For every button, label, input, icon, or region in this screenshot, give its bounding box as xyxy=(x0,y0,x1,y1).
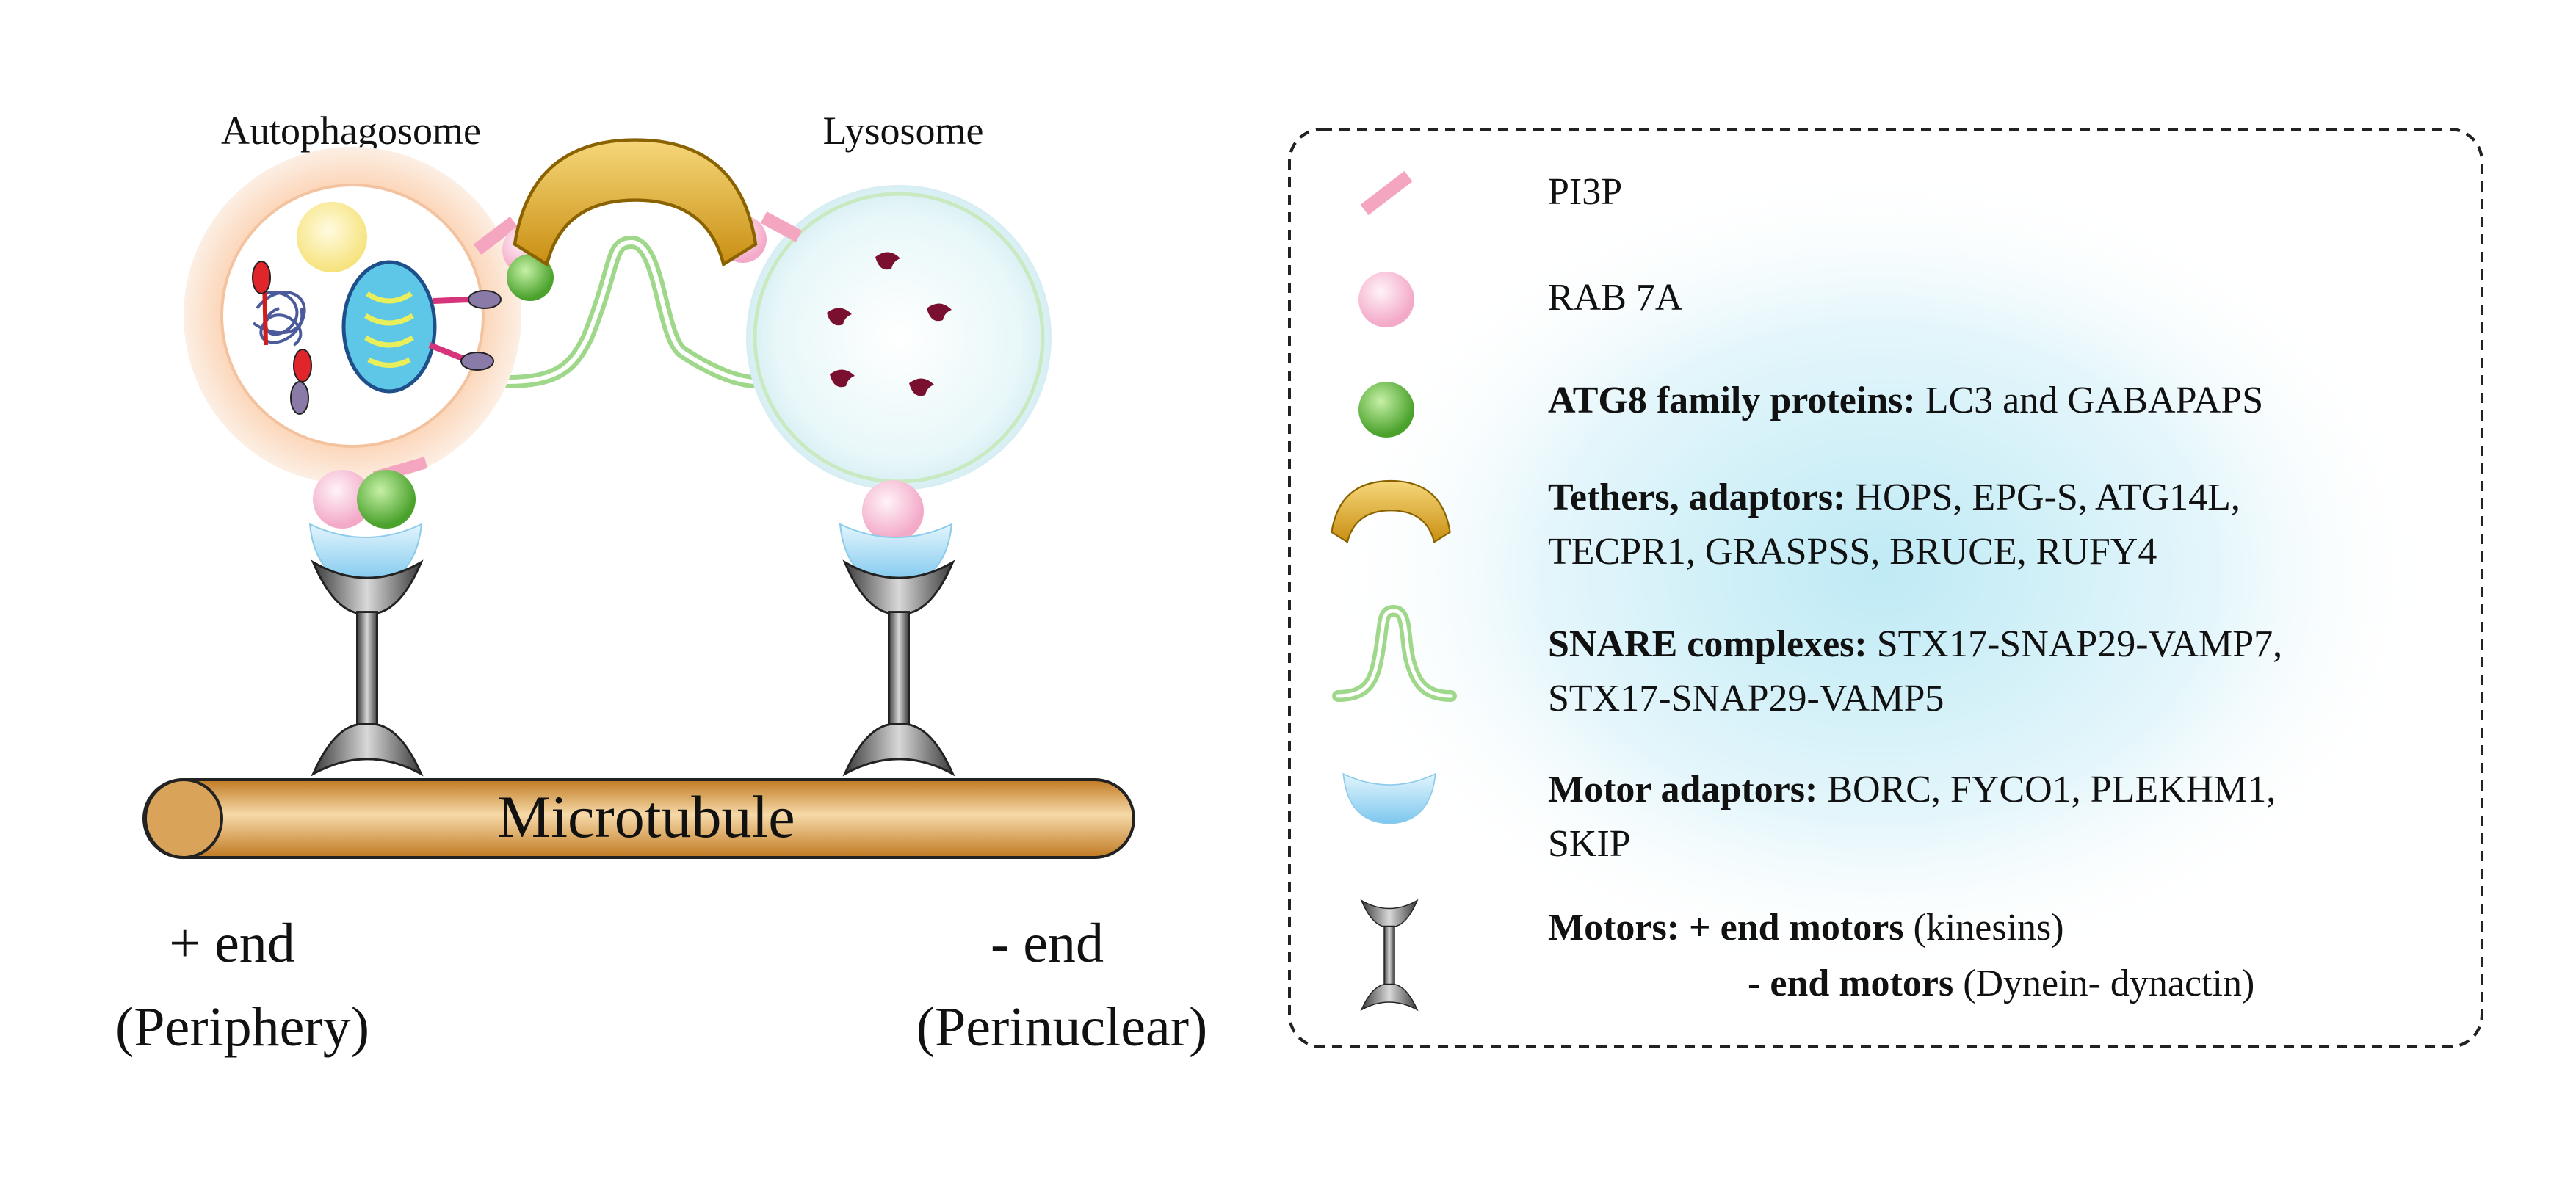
autophagosome-label: Autophagosome xyxy=(221,109,481,153)
lysosomal-enzymes xyxy=(827,252,952,396)
autophagosome-motor-assembly xyxy=(309,457,428,775)
legend-motors-line2: - end motors (Dynein- dynactin) xyxy=(1748,962,2254,1004)
lysosome-motor-assembly xyxy=(839,480,955,775)
cargo-vesicle xyxy=(297,202,367,272)
microtubule: Microtubule xyxy=(142,778,1135,859)
end-labels: + end (Periphery) - end (Perinuclear) xyxy=(115,913,1207,1058)
lysosome-label: Lysosome xyxy=(822,109,983,153)
perinuclear-label: (Perinuclear) xyxy=(916,996,1208,1058)
legend-item-atg8: ATG8 family proteins: LC3 and GABAPAPS xyxy=(1358,380,2263,438)
periphery-label: (Periphery) xyxy=(115,996,369,1058)
legend-rab7a-text: RAB 7A xyxy=(1548,277,1683,319)
legend-item-rab7a: RAB 7A xyxy=(1358,272,1683,327)
legend-item-motor-adaptors: Motor adaptors: BORC, FYCO1, PLEKHM1, SK… xyxy=(1342,769,2276,865)
legend-item-tethers: Tethers, adaptors: HOPS, EPG-S, ATG14L, … xyxy=(1331,476,2240,573)
minus-end-label: - end xyxy=(991,913,1104,974)
autophagosome xyxy=(184,147,521,485)
legend-motor-adaptors-line1: Motor adaptors: BORC, FYCO1, PLEKHM1, xyxy=(1548,769,2276,811)
atg8-sphere-icon xyxy=(1358,382,1414,438)
legend-tethers-line1: Tethers, adaptors: HOPS, EPG-S, ATG14L, xyxy=(1548,476,2240,518)
legend-snare-line1: SNARE complexes: STX17-SNAP29-VAMP7, xyxy=(1548,623,2282,665)
mitochondrion xyxy=(341,260,437,394)
legend-motor-adaptors-line2: SKIP xyxy=(1548,823,1631,865)
pi3p-rod-icon xyxy=(1360,170,1413,216)
snare-loop-icon xyxy=(1332,604,1457,702)
legend-item-snare: SNARE complexes: STX17-SNAP29-VAMP7, STX… xyxy=(1332,604,2282,719)
legend-motors-line1: Motors: + end motors (kinesins) xyxy=(1548,907,2064,949)
legend-snare-line2: STX17-SNAP29-VAMP5 xyxy=(1548,678,1944,719)
rab7a-sphere-icon xyxy=(1358,272,1414,327)
legend-item-pi3p: PI3P xyxy=(1360,170,1622,216)
legend: PI3P RAB 7A ATG8 family proteins: LC3 an… xyxy=(1288,128,2483,1048)
organelle-labels: Autophagosome Lysosome xyxy=(221,109,983,153)
plus-end-label: + end xyxy=(169,913,295,974)
cargo-receptors xyxy=(252,261,502,415)
legend-item-motors: Motors: + end motors (kinesins) - end mo… xyxy=(1361,899,2254,1011)
legend-atg8-text: ATG8 family proteins: LC3 and GABAPAPS xyxy=(1548,380,2263,421)
lysosome xyxy=(746,185,1052,490)
tether-bridge xyxy=(473,140,803,301)
microtubule-label: Microtubule xyxy=(497,783,795,850)
legend-pi3p-text: PI3P xyxy=(1548,171,1622,213)
legend-tethers-line2: TECPR1, GRASPSS, BRUCE, RUFY4 xyxy=(1548,531,2157,573)
